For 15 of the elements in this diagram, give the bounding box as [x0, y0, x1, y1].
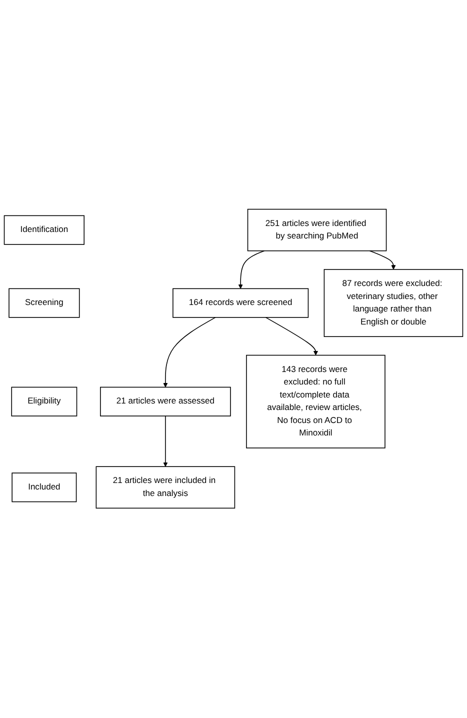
node-box: 251 articles were identified by searching PubMed: [247, 209, 387, 252]
node-box: Included: [12, 472, 77, 502]
node-box: 21 articles were assessed: [100, 387, 231, 417]
node-box: 21 articles were included in the analysis: [96, 466, 236, 509]
arrow: [163, 317, 216, 388]
arrow: [238, 250, 265, 290]
node-box: Identification: [4, 216, 84, 246]
arrow: [265, 317, 318, 356]
node-box: 87 records were excluded: veterinary studies, other language rather than English or double: [324, 269, 464, 338]
node-box: 143 records were excluded: no full text/complete data available, review articles, No focus on ACD to Minoxidil: [246, 355, 386, 449]
arrow: [163, 416, 168, 468]
node-box: Screening: [8, 288, 80, 318]
node-box: Eligibility: [11, 387, 78, 417]
node-box: 164 records were screened: [172, 288, 309, 318]
arrow: [369, 250, 396, 270]
